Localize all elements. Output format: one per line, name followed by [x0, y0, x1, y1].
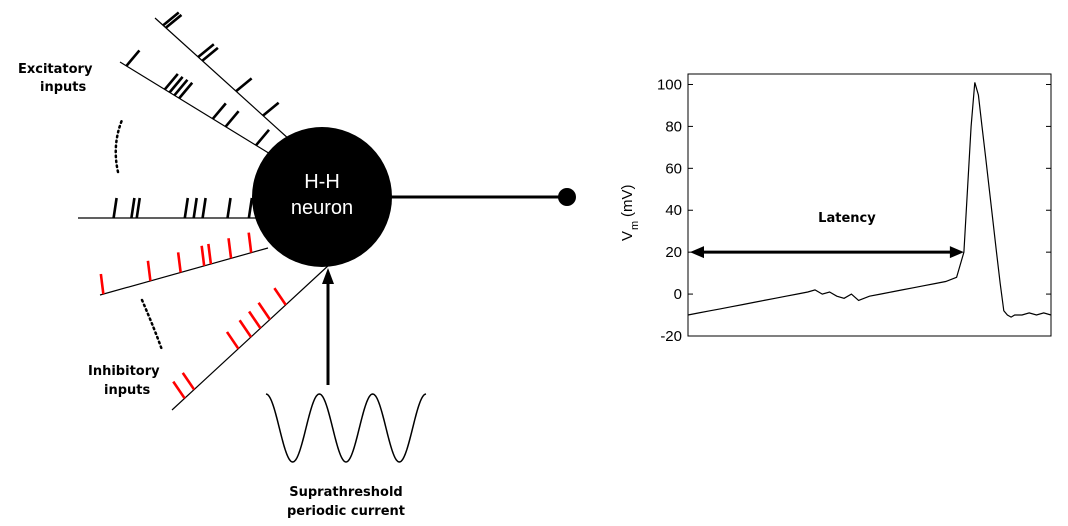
excitatory-label-line1: Excitatory	[18, 62, 93, 77]
excitatory-spike	[130, 197, 136, 219]
excitatory-spike	[247, 197, 254, 219]
current-label-line2: periodic current	[287, 504, 405, 519]
current-arrow-head	[322, 268, 334, 284]
inhibitory-spike	[248, 310, 262, 329]
inhibitory-spike	[99, 273, 105, 295]
inhibitory-spike	[238, 319, 253, 338]
inhibitory-label-line2: inputs	[104, 383, 150, 398]
excitatory-spike	[201, 46, 219, 62]
excitatory-spike	[224, 110, 240, 128]
excitatory-spike	[226, 197, 232, 219]
inhibitory-ellipsis	[140, 298, 164, 352]
inhibitory-spike	[207, 243, 213, 265]
y-tick-label: 60	[665, 160, 682, 177]
latency-arrow-head-left	[690, 246, 704, 259]
inhibitory-spike	[146, 260, 152, 282]
excitatory-ellipsis	[114, 118, 124, 174]
excitatory-spike	[262, 101, 280, 117]
inhibitory-spike	[200, 245, 206, 267]
inhibitory-label-line1: Inhibitory	[88, 364, 160, 379]
excitatory-spike	[197, 43, 215, 59]
y-axis-label-subscript: m	[629, 221, 641, 230]
excitatory-spike	[173, 78, 189, 97]
y-tick-label: 40	[665, 202, 682, 219]
membrane-potential-trace	[687, 82, 1052, 318]
neuron-body	[252, 127, 392, 267]
input-spikes	[99, 11, 287, 400]
latency-label: Latency	[818, 211, 876, 226]
excitatory-spike	[211, 102, 227, 120]
y-tick-label: 80	[665, 118, 682, 135]
excitatory-spike	[235, 77, 253, 93]
inhibitory-spike	[273, 287, 287, 306]
excitatory-input-line	[154, 17, 291, 141]
current-label-line1: Suprathreshold	[289, 485, 403, 500]
excitatory-spike	[164, 13, 183, 29]
y-axis-label-unit: (mV)	[619, 185, 636, 218]
excitatory-spike	[112, 197, 118, 219]
axon-terminal	[558, 188, 576, 206]
excitatory-spike	[135, 197, 142, 219]
excitatory-spike	[255, 128, 271, 147]
neuron-label-line2: neuron	[291, 197, 353, 219]
y-tick-label: -20	[660, 328, 682, 345]
inhibitory-spike	[257, 302, 272, 321]
inhibitory-spike	[225, 331, 240, 350]
y-tick-label: 0	[674, 286, 682, 303]
y-axis-label-main: V	[619, 231, 636, 241]
y-axis-ticks: -20 0 20 40 60 80 100	[657, 76, 1051, 345]
excitatory-spike	[168, 76, 184, 94]
excitatory-spike	[162, 11, 180, 27]
voltage-chart: -20 0 20 40 60 80 100 V m (mV) Latency	[619, 73, 1052, 345]
periodic-current-waveform	[265, 393, 427, 463]
excitatory-spike	[125, 49, 141, 67]
inhibitory-input-line	[99, 247, 269, 296]
y-axis-label: V m (mV)	[619, 185, 641, 242]
latency-arrow-head-right	[949, 246, 964, 259]
neuron-label-line1: H-H	[304, 171, 340, 193]
excitatory-spike	[192, 197, 198, 219]
y-tick-label: 20	[665, 244, 682, 261]
excitatory-spike	[201, 197, 207, 219]
inhibitory-spike	[172, 380, 186, 400]
inhibitory-spike	[176, 252, 182, 273]
inhibitory-spike	[247, 232, 253, 253]
excitatory-spike	[178, 81, 194, 100]
y-tick-label: 100	[657, 76, 682, 93]
excitatory-spike	[163, 73, 179, 91]
excitatory-label-line2: inputs	[40, 80, 86, 95]
inhibitory-spike	[181, 372, 196, 391]
inhibitory-spike	[227, 238, 233, 259]
excitatory-input-line	[119, 61, 281, 161]
excitatory-spike	[183, 197, 190, 219]
plot-frame	[687, 73, 1052, 337]
